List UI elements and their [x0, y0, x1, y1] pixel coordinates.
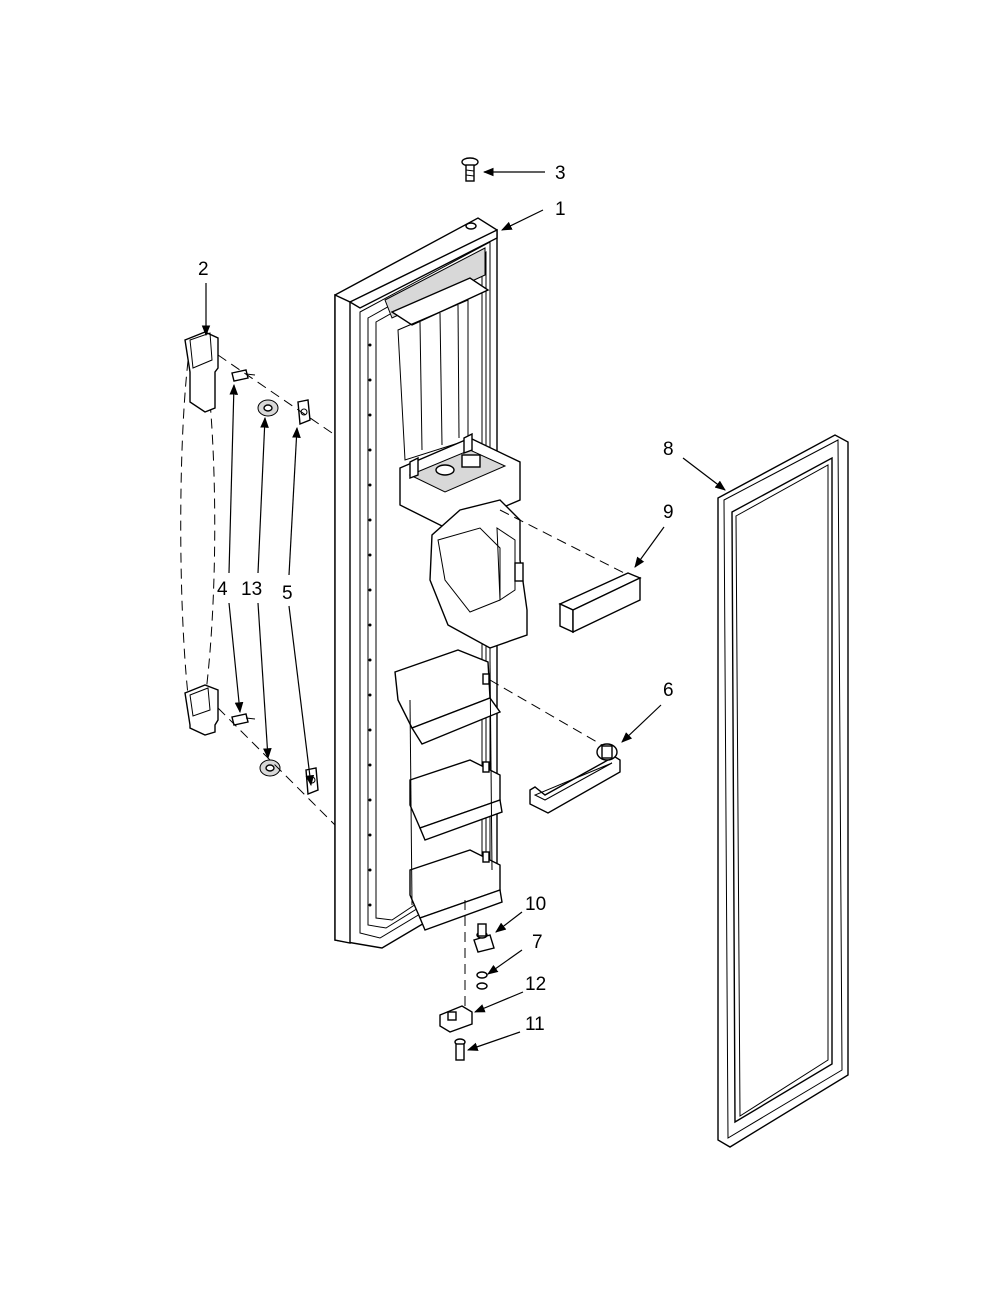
door-bins [394, 649, 503, 931]
callout-labels: 3 1 2 4 13 5 8 9 6 10 7 12 11 [198, 163, 674, 1035]
lower-hinge-bracket [439, 1005, 473, 1033]
door-gasket [717, 434, 849, 1148]
top-hinge-screw [461, 157, 479, 182]
dispenser-trim [558, 572, 642, 634]
door-handle [180, 331, 219, 736]
lower-hinge-bushing [473, 923, 495, 953]
callout-2: 2 [198, 259, 209, 280]
lower-hinge-screw [454, 1038, 466, 1061]
callout-8: 8 [663, 439, 674, 460]
callout-13: 13 [241, 579, 262, 600]
callout-6: 6 [663, 680, 674, 701]
callout-arrows [201, 167, 726, 1051]
door-panel [334, 217, 528, 949]
lower-hinge-washer [476, 971, 488, 990]
callout-12: 12 [525, 974, 546, 995]
callout-10: 10 [525, 894, 546, 915]
door-rivets [368, 343, 372, 907]
handle-screws [231, 369, 256, 726]
shelf-rail [529, 743, 621, 814]
handle-washers [257, 399, 281, 777]
callout-9: 9 [663, 502, 674, 523]
callout-7: 7 [532, 932, 543, 953]
callout-1: 1 [555, 199, 566, 220]
callout-4: 4 [217, 579, 228, 600]
handle-clips [297, 399, 319, 796]
callout-11: 11 [525, 1014, 545, 1035]
callout-5: 5 [282, 583, 293, 604]
callout-3: 3 [555, 163, 566, 184]
